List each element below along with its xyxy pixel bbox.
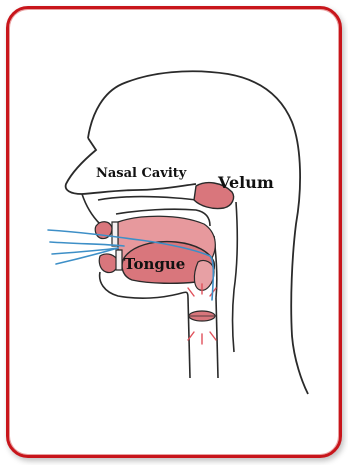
tongue-label: Tongue bbox=[124, 255, 185, 273]
trachea-back bbox=[216, 298, 218, 378]
epiglottis bbox=[194, 260, 214, 290]
lower-lip bbox=[99, 254, 118, 273]
upper-teeth bbox=[112, 222, 118, 246]
nasal-cavity-label: Nasal Cavity bbox=[96, 166, 186, 181]
pharynx-back-wall bbox=[233, 202, 238, 352]
lower-teeth bbox=[116, 250, 122, 270]
upper-lip-outline bbox=[82, 194, 100, 224]
velum-label: Velum bbox=[218, 173, 274, 192]
nasal-cavity-floor bbox=[98, 197, 206, 202]
